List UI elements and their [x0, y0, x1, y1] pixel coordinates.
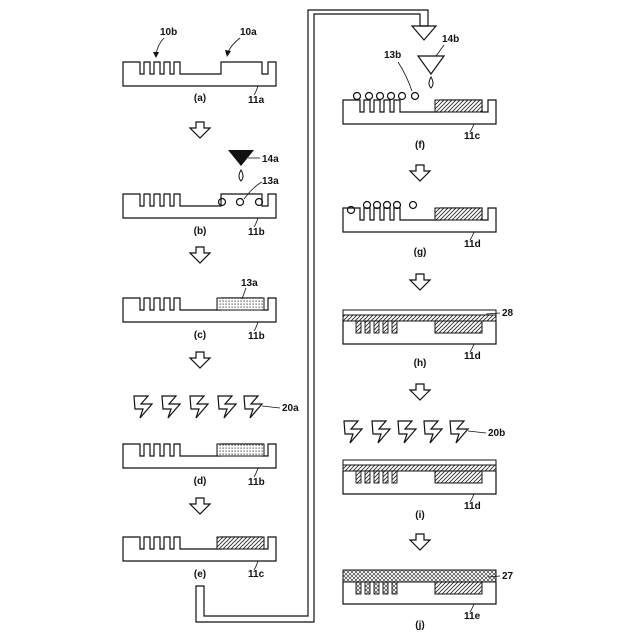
- uv-light-20a: 20a: [134, 396, 299, 418]
- label-11b-c: 11b: [248, 331, 265, 342]
- step-d: (d) 11b: [123, 444, 276, 488]
- label-11d-i: 11d: [464, 501, 481, 512]
- label-11a: 11a: [248, 95, 265, 106]
- label-28: 28: [502, 308, 514, 319]
- step-label-d: (d): [194, 476, 207, 487]
- arrow-down-icon: [412, 26, 436, 40]
- step-label-j: (j): [415, 620, 424, 631]
- arrow-down-icon: [190, 122, 210, 138]
- step-label-c: (c): [194, 330, 206, 341]
- step-label-b: (b): [194, 226, 207, 237]
- step-f: 14b 13b (f) 11c: [343, 34, 496, 151]
- arrow-down-icon: [190, 247, 210, 263]
- step-label-e: (e): [194, 569, 206, 580]
- label-13a-b: 13a: [262, 176, 279, 187]
- label-27: 27: [502, 571, 514, 582]
- label-11e: 11e: [464, 611, 481, 622]
- label-10a: 10a: [240, 27, 257, 38]
- step-label-g: (g): [414, 247, 427, 258]
- step-label-h: (h): [414, 358, 427, 369]
- step-a: 10b 10a (a) 11a: [123, 27, 276, 106]
- label-11d-h: 11d: [464, 351, 481, 362]
- step-label-a: (a): [194, 93, 206, 104]
- label-14a: 14a: [262, 154, 279, 165]
- label-13b: 13b: [384, 50, 401, 61]
- step-j: 27 (j) 11e: [343, 570, 514, 631]
- label-11b-b: 11b: [248, 227, 265, 238]
- arrow-down-icon: [410, 384, 430, 400]
- step-b: 14a 13a (b) 11b: [123, 150, 279, 238]
- dispenser-icon: [418, 56, 444, 74]
- step-i: (i) 11d: [343, 460, 496, 521]
- step-c: 13a (c) 11b: [123, 278, 276, 342]
- arrow-down-icon: [410, 165, 430, 181]
- label-14b: 14b: [442, 34, 459, 45]
- label-20a: 20a: [282, 403, 299, 414]
- arrow-down-icon: [410, 534, 430, 550]
- droplet-icon: [239, 170, 243, 181]
- label-11d-g: 11d: [464, 239, 481, 250]
- label-13a-c: 13a: [241, 278, 258, 289]
- step-h: 28 (h) 11d: [343, 308, 514, 369]
- label-11c-e: 11c: [248, 569, 265, 580]
- leader-10b: [156, 38, 164, 54]
- leader-10a: [228, 38, 240, 52]
- label-11c-f: 11c: [464, 131, 481, 142]
- arrow-down-icon: [190, 498, 210, 514]
- arrow-down-icon: [410, 274, 430, 290]
- label-20b: 20b: [488, 428, 505, 439]
- step-label-f: (f): [415, 140, 425, 151]
- label-11b-d: 11b: [248, 477, 265, 488]
- label-10b: 10b: [160, 27, 177, 38]
- arrow-down-icon: [190, 352, 210, 368]
- step-e: (e) 11c: [123, 537, 276, 580]
- droplet-icon: [429, 77, 433, 88]
- step-g: (g) 11d: [343, 202, 496, 259]
- step-label-i: (i): [415, 510, 424, 521]
- uv-light-20b: 20b: [344, 421, 505, 443]
